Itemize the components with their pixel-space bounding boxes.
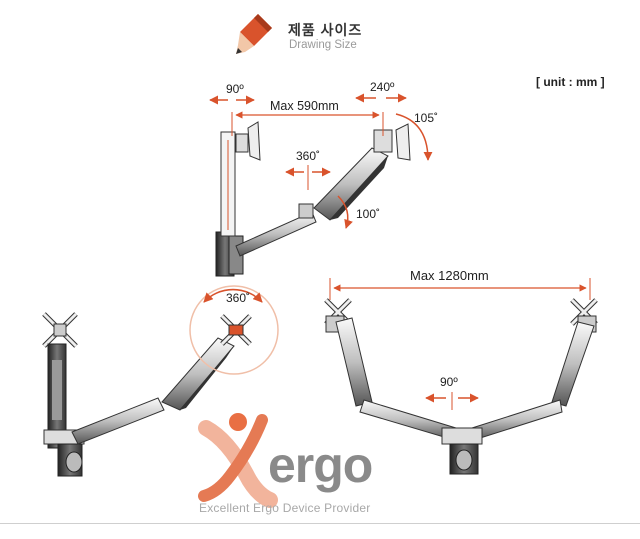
unit-label: [ unit : mm ]	[536, 75, 605, 89]
page-subtitle: Drawing Size	[289, 39, 357, 51]
xergo-logo	[198, 413, 278, 508]
right-arm-diagram	[324, 298, 598, 475]
page-title: 제품 사이즈	[288, 22, 363, 38]
rotate-label: 105˚	[414, 111, 438, 125]
arm-tilt-arc	[337, 195, 353, 229]
rotate-arc	[395, 113, 433, 161]
tilt-label: 90º	[226, 82, 244, 96]
pencil-icon	[236, 14, 272, 54]
reach-dimension	[231, 111, 384, 136]
brand-tagline: Excellent Ergo Device Provider	[199, 501, 371, 515]
arm-tilt-label: 100˚	[356, 207, 380, 221]
footer-divider	[0, 523, 640, 524]
span-dimension	[329, 278, 591, 300]
swivel-label: 240º	[370, 80, 395, 94]
left-arm-diagram	[42, 312, 252, 477]
base-rotate-arrows	[425, 392, 479, 410]
top-arm-diagram	[215, 121, 411, 277]
base-rotate-label: 90º	[440, 375, 458, 389]
rotation-arc	[203, 288, 263, 303]
rotation-label: 360˚	[226, 291, 250, 305]
span-label: Max 1280mm	[410, 268, 489, 283]
arm-rotate-label: 360˚	[296, 149, 320, 163]
reach-label: Max 590mm	[270, 99, 339, 113]
arm-rotate-arrows	[285, 165, 331, 190]
logo-text: ergo	[268, 437, 372, 493]
rotation-circle	[189, 285, 279, 375]
